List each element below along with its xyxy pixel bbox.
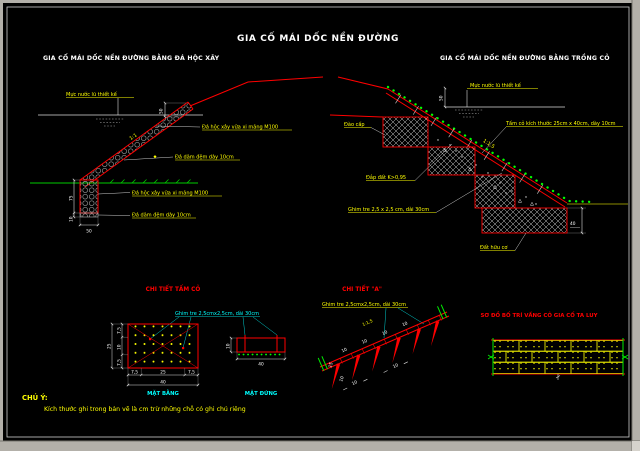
plan-dim-25-side: 25 [107, 343, 113, 349]
detail-a-title: CHI TIẾT "A" [342, 285, 382, 293]
detail-a-dim-10-f: 10 [351, 379, 359, 387]
right-drawing-grass-slope: 50 Mực nước lũ thiết kế Tấm cỏ kích thướ… [329, 76, 628, 251]
paper-border [6, 6, 630, 438]
bedding-label-upper: Đá dăm đệm dày 10cm [175, 154, 234, 161]
band-dim-10-d: 10 [401, 320, 409, 328]
plan-dim-7-5-c: 7,5 [131, 370, 138, 376]
band-dim-10-b: 10 [361, 338, 369, 346]
window-border-left [0, 0, 3, 451]
window-border-top [0, 0, 640, 3]
slab-elevation-view [236, 337, 286, 353]
detail-a-dim-15: 15 [327, 361, 335, 368]
band-dim-10-c: 10 [381, 329, 389, 337]
stone-pitching-band [80, 102, 193, 187]
main-title: GIA CỐ MÁI DỐC NỀN ĐƯỜNG [237, 31, 399, 44]
note-heading: CHÚ Ý: [22, 393, 48, 402]
scrollbar-horizontal[interactable] [0, 441, 640, 451]
benching-label: Đào cấp [344, 121, 365, 128]
footing-bedding [79, 212, 99, 218]
resize-corner[interactable] [632, 441, 640, 451]
road-crest-line [189, 76, 324, 107]
detail-a-slope-ratio: 1:1,5 [361, 318, 374, 328]
dim-freeboard-right: 50 [439, 95, 445, 101]
water-level-label-right: Mực nước lũ thiết kế [470, 82, 522, 89]
pin-label-right: Ghim tre 2,5 x 2,5 cm, dài 30cm [348, 206, 429, 213]
ground-ticks [109, 179, 191, 184]
plan-dim-25-bottom: 25 [160, 370, 166, 376]
dim-footing-width: 50 [86, 229, 92, 235]
layout-title: SƠ ĐỒ BỐ TRÍ VẦNG CỎ GIA CỐ TA LUY [480, 310, 597, 319]
detail-a-pin-label: Ghim tre 2,5cmx2,5cm, dài 30cm [322, 301, 406, 308]
slope-surface-line [387, 88, 568, 204]
bedding-label-lower: Đá dăm đệm dày 10cm [132, 212, 191, 219]
dim-footing-height: 75 [69, 195, 75, 201]
left-section-title: GIA CỐ MÁI DỐC NỀN ĐƯỜNG BẰNG ĐÁ HỘC XÂY [43, 52, 220, 62]
elev-dim-40: 40 [258, 362, 264, 368]
dim-freeboard: 50 [159, 108, 165, 114]
plan-dim-40: 40 [160, 380, 166, 386]
elev-dim-10: 10 [226, 343, 232, 349]
plan-caption: MẶT BẰNG [147, 389, 179, 397]
dim-organic-depth: 40 [570, 221, 576, 227]
detail-a: CHI TIẾT "A" Ghim tre 2,5cmx2,5cm, dài 3… [317, 285, 450, 391]
pin-ticks [395, 94, 543, 194]
slab-joint-ticks [328, 315, 442, 369]
edge-grass-marks [487, 354, 629, 360]
sod-bricks [492, 340, 624, 374]
detail-a-dim-10-e: 10 [338, 375, 346, 382]
stone-label-upper: Đá hộc xây vữa xi măng M100 [202, 124, 278, 131]
band-dim-10-a: 10 [341, 347, 349, 355]
stone-label-lower: Đá hộc xây vữa xi măng M100 [132, 190, 208, 197]
tip-ticks [343, 361, 408, 391]
grass-dots [386, 85, 595, 204]
sod-layout-diagram: SƠ ĐỒ BỐ TRÍ VẦNG CỎ GIA CỐ TA LUY [480, 310, 629, 380]
slope-ratio-label: 1:1 [128, 132, 138, 142]
fill-label: Đắp đất K>0,95 [366, 174, 406, 181]
water-level-label: Mực nước lũ thiết kế [66, 91, 118, 98]
scrollbar-vertical[interactable] [632, 0, 640, 451]
grass-end-marks [317, 304, 448, 371]
organic-soil-layer [481, 207, 568, 234]
dim-bedding-thickness: 10 [69, 216, 75, 222]
detail-slab-pin-label: Ghim tre 2,5cmx2,5cm, dài 30cm [175, 310, 259, 317]
footing-stone [79, 179, 99, 214]
slope-ratio-label-right: 1:1,5 [482, 138, 496, 150]
detail-a-dim-10-g: 10 [392, 362, 400, 370]
detail-grass-slab: CHI TIẾT TẤM CỎ Ghim tre 2,5cmx2,5cm, dà… [107, 285, 287, 397]
plan-dim-7-5-b: 7,5 [117, 359, 123, 366]
plan-dim-7-5-d: 7,5 [188, 370, 195, 376]
elevation-caption: MẶT ĐỨNG [245, 390, 277, 397]
benching-steps [382, 116, 568, 234]
organic-soil-label: Đất hữu cơ [480, 244, 508, 251]
left-drawing-stone-slope: Mực nước lũ thiết kế 50 1:1 Đá hộc xây v… [30, 76, 324, 235]
grass-slab-label: Tấm cỏ kích thước 25cm x 40cm, dày 10cm [505, 120, 616, 127]
plan-dim-7-5-a: 7,5 [117, 327, 123, 334]
note-body: Kích thước ghi trong bản vẽ là cm trừ nh… [44, 404, 246, 413]
right-section-title: GIA CỐ MÁI DỐC NỀN ĐƯỜNG BẰNG TRỒNG CỎ [440, 52, 610, 62]
plan-dim-10: 10 [117, 344, 123, 350]
detail-slab-title: CHI TIẾT TẤM CỎ [146, 285, 201, 293]
